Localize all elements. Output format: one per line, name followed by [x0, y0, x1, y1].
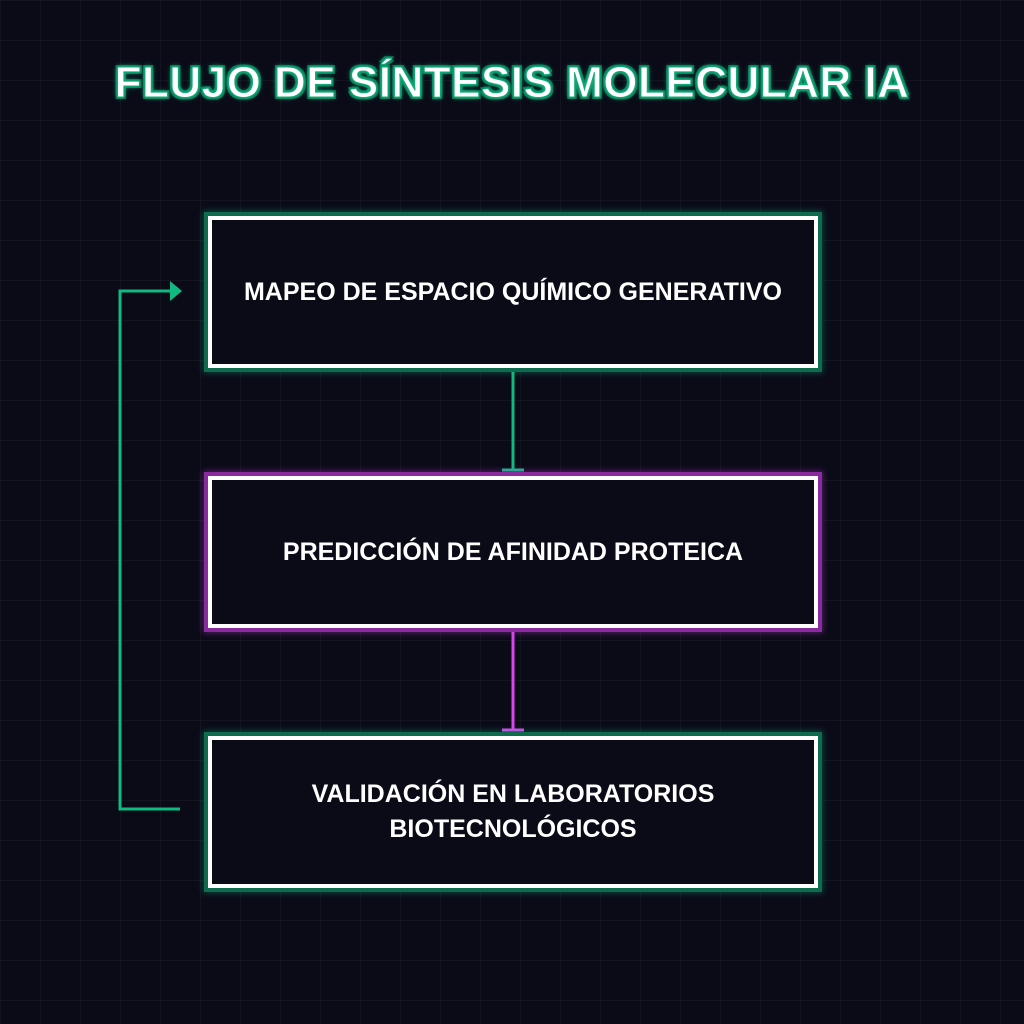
node-lab-validation[interactable]: VALIDACIÓN EN LABORATORIOS BIOTECNOLÓGIC… [208, 736, 818, 888]
diagram-title: FLUJO DE SÍNTESIS MOLECULAR IA [114, 58, 910, 108]
node-label: PREDICCIÓN DE AFINIDAD PROTEICA [282, 537, 744, 566]
node-chemical-space-mapping[interactable]: MAPEO DE ESPACIO QUÍMICO GENERATIVO [208, 216, 818, 368]
feedback-loop-arrowhead [170, 281, 182, 301]
node-label: MAPEO DE ESPACIO QUÍMICO GENERATIVO [243, 277, 782, 306]
node-protein-affinity-prediction[interactable]: PREDICCIÓN DE AFINIDAD PROTEICA [208, 476, 818, 628]
feedback-loop-connector [118, 289, 180, 811]
node-label: VALIDACIÓN EN LABORATORIOS BIOTECNOLÓGIC… [311, 780, 715, 843]
